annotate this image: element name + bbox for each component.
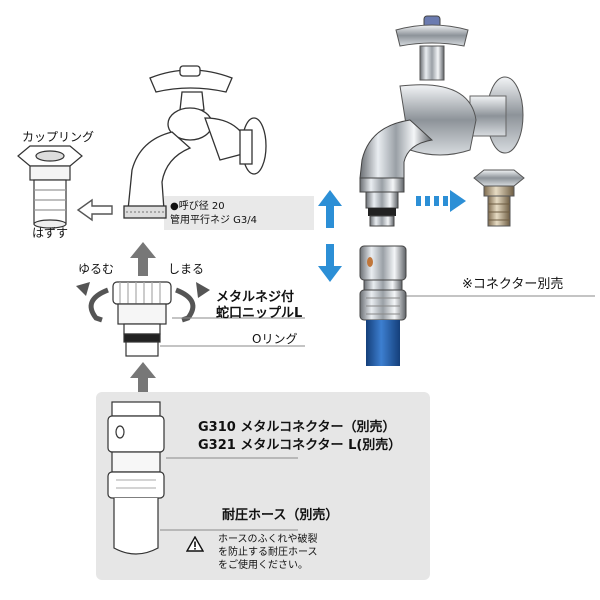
connector-label-line-2: G321 メタルコネクター L(別売）	[198, 438, 401, 454]
left-arrow-icon	[78, 200, 112, 220]
tighten-label: しまる	[168, 262, 204, 276]
spec-line-2: 管用平行ネジ G3/4	[170, 215, 257, 227]
loosen-label: ゆるむ	[78, 262, 114, 276]
spec-line-1: ●呼び径 20	[170, 201, 225, 213]
nipple-label-line-1: メタルネジ付	[216, 290, 294, 306]
warning-line-1: ホースのふくれや破裂	[218, 534, 318, 546]
metal-connector-drawing	[108, 402, 164, 554]
rotate-right-icon	[176, 290, 193, 320]
connector-photo	[360, 246, 406, 366]
rotate-left-icon	[91, 290, 108, 320]
coupling-ring-photo	[474, 170, 524, 226]
up-arrow-icon	[130, 242, 156, 276]
warning-line-3: をご使用ください。	[218, 560, 308, 572]
faucet-drawing	[124, 66, 266, 218]
o-ring-label: Oリング	[252, 332, 297, 346]
up-down-arrow-icon	[318, 190, 342, 282]
nipple-label-line-2: 蛇口ニップルL	[216, 306, 302, 322]
connector-label-line-1: G310 メタルコネクター（別売）	[198, 420, 396, 436]
right-arrow-icon	[416, 190, 466, 212]
faucet-nipple-drawing	[113, 282, 171, 356]
hose-label: 耐圧ホース（別売）	[222, 508, 338, 524]
remove-label: はずす	[32, 226, 68, 240]
warning-line-2: を防止する耐圧ホース	[218, 547, 318, 559]
connector-sold-separately-label: ※コネクター別売	[462, 278, 563, 292]
coupling-ring-drawing	[18, 146, 82, 228]
coupling-ring-label: カップリング	[22, 130, 94, 144]
warning-icon	[186, 536, 204, 552]
